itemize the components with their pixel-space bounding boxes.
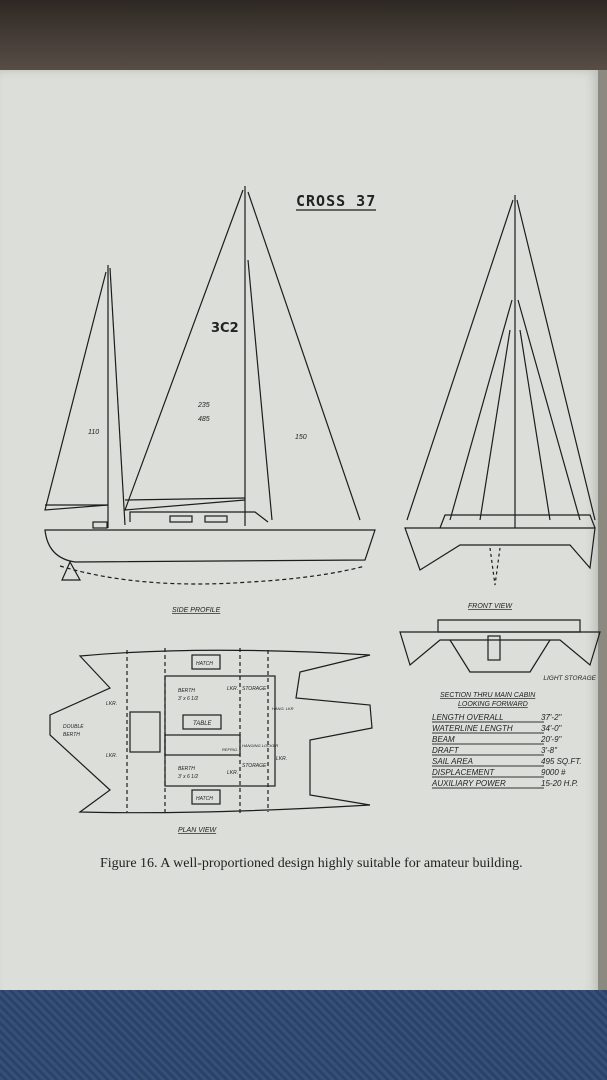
spec-value: 34'-0"	[541, 724, 563, 733]
spec-label: BEAM	[432, 735, 455, 744]
main-sail-mark-top: 235	[197, 402, 210, 409]
front-view-label: FRONT VIEW	[468, 603, 513, 610]
cabin-side	[129, 511, 269, 523]
spec-table: LENGTH OVERALL 37'-2" WATERLINE LENGTH 34'-…	[431, 713, 582, 789]
table-label: TABLE	[193, 721, 213, 727]
berth-label: BERTH	[178, 766, 195, 772]
page-edge	[598, 70, 607, 1000]
spec-value: 20'-9"	[540, 735, 563, 744]
spec-value: 3'-8"	[541, 746, 558, 755]
spec-label: DISPLACEMENT	[432, 768, 495, 777]
hatch-label: HATCH	[196, 796, 213, 802]
locker-label: LKR.	[106, 701, 117, 707]
section-label-1: SECTION THRU MAIN CABIN	[440, 692, 536, 699]
front-view: FRONT VIEW	[404, 195, 596, 610]
book-page	[0, 70, 600, 1005]
double-label: DOUBLE	[63, 724, 84, 730]
plan-view: HATCH HATCH BERTH 3' x 6 1/2 BERTH 3' x …	[49, 648, 373, 834]
berth-size-label: 3' x 6 1/2	[178, 696, 198, 702]
figure-caption: Figure 16. A well-proportioned design hi…	[100, 856, 523, 871]
storage-label: STORAGE	[242, 763, 267, 769]
drawing-title: CROSS 37	[296, 192, 376, 210]
storage-label: STORAGE	[242, 686, 267, 692]
light-storage-label: LIGHT STORAGE	[543, 675, 596, 682]
berth-size-label: 3' x 6 1/2	[178, 774, 198, 780]
hanging-locker-label: HANGING LOCKER	[242, 743, 278, 748]
spec-value: 495 SQ.FT.	[541, 757, 582, 766]
locker-label: LKR.	[106, 753, 117, 759]
sail-number: 3C2	[211, 321, 239, 336]
jib-sail-mark: 150	[295, 434, 307, 441]
locker-label: LKR.	[227, 686, 238, 692]
spec-label: LENGTH OVERALL	[432, 713, 504, 722]
spec-label: AUXILIARY POWER	[431, 779, 506, 788]
main-sail-mark-bottom: 485	[198, 416, 210, 423]
mizzen-sail-mark: 110	[88, 429, 99, 436]
background-fabric	[0, 990, 607, 1080]
section-view: LIGHT STORAGE SECTION THRU MAIN CABIN LO…	[399, 619, 601, 708]
hatch-label: HATCH	[196, 661, 213, 667]
background-top	[0, 0, 607, 75]
plan-view-label: PLAN VIEW	[178, 827, 218, 834]
side-profile-label: SIDE PROFILE	[172, 607, 221, 614]
spec-value: 9000 #	[541, 768, 566, 777]
spec-label: DRAFT	[432, 746, 460, 755]
spec-value: 37'-2"	[541, 713, 563, 722]
hanging-lkr-label: HANG. LKR	[272, 706, 294, 711]
double-berth-label: BERTH	[63, 732, 80, 738]
hull-side	[44, 529, 376, 563]
spec-value: 15-20 H.P.	[541, 779, 578, 788]
spec-label: WATERLINE LENGTH	[432, 724, 513, 733]
locker-label: LKR.	[276, 756, 287, 762]
locker-label: LKR.	[227, 770, 238, 776]
section-label-2: LOOKING FORWARD	[458, 701, 528, 708]
side-profile: 110 235 485 150 3C2 SIDE PROFILE	[44, 186, 376, 614]
berth-label: BERTH	[178, 688, 195, 694]
refrig-label: REFRIG.	[222, 747, 238, 752]
spec-label: SAIL AREA	[432, 757, 473, 766]
